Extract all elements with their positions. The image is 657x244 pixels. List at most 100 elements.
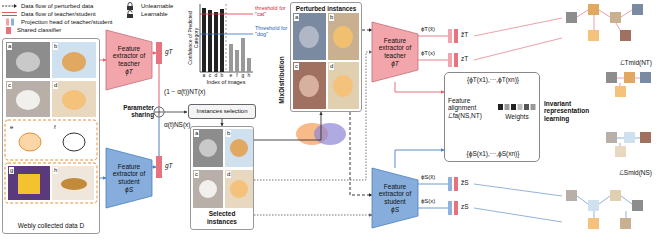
threshold-label: Threshold for "dog"	[255, 25, 289, 37]
legend-text: Data flow of teacher/student	[21, 11, 96, 17]
image-letter: a	[194, 130, 199, 137]
image-letter: b	[226, 130, 231, 137]
legend-sample	[2, 2, 18, 10]
embedding-label: z̃S	[461, 179, 469, 186]
image-letter: d	[53, 82, 58, 89]
legend-sample	[122, 10, 138, 18]
node-label: Feature extractor of teacher	[376, 37, 414, 59]
axis-tick: e	[230, 73, 233, 79]
node-label: Instances selection	[196, 108, 247, 115]
connector	[100, 60, 106, 61]
image-panel: Selected instances	[190, 126, 254, 230]
node-label: gT	[165, 162, 173, 169]
legend-entry: Shared classifier	[2, 26, 61, 34]
image-panel: Perturbed instances	[290, 2, 362, 112]
node-label: {ϕT(x1),···,ϕT(xn)}	[445, 76, 541, 83]
node-text: Invariant representation learning	[544, 100, 602, 122]
node-text: {ϕS(x1),···,ϕS(xn)}	[445, 150, 541, 157]
perturbed-images	[293, 13, 359, 109]
process-box: Instances selection	[188, 104, 256, 119]
connector	[100, 178, 106, 179]
feature-label: ϕT(x̃)	[421, 26, 435, 33]
image-letter: d	[329, 63, 334, 70]
projection-heads	[418, 18, 562, 222]
legend-sample	[122, 2, 138, 10]
legend-text: Shared classifier	[17, 27, 61, 33]
connector	[254, 215, 372, 216]
trapezoid	[372, 22, 418, 82]
trapezoid	[106, 148, 152, 208]
image-letter: g	[9, 167, 14, 174]
threshold-label: threshold for "cat"	[255, 5, 289, 17]
node-label: Feature extractor of student	[376, 183, 414, 205]
legend-entry: Projection head of teacher/student	[2, 18, 112, 26]
legend-sample	[2, 10, 18, 18]
legend-text: Data flow of perturbed data	[21, 3, 93, 9]
image-letter: b	[329, 14, 334, 21]
image-letter: a	[294, 14, 299, 21]
connector	[362, 30, 372, 31]
feature-label: ϕT(x)	[421, 50, 435, 57]
fusion	[154, 64, 187, 156]
legend-text: Unlearnable	[141, 3, 173, 9]
axis-tick: g	[242, 73, 245, 79]
axis-tick: d	[215, 73, 218, 79]
teacher-extractor: Feature extractor of teacherϕT	[372, 22, 418, 82]
legend-entry: Data flow of teacher/student	[2, 10, 96, 18]
trapezoid	[106, 30, 152, 90]
trapezoid	[372, 168, 418, 228]
image-letter: b	[53, 43, 58, 50]
legend-swatch	[6, 27, 11, 34]
image-letter: a	[7, 43, 12, 50]
axis-title: Index of images	[207, 79, 246, 85]
annotation: MixDistribution	[278, 49, 285, 111]
embedding-label: zS	[461, 203, 469, 210]
image-letter: c	[294, 63, 299, 70]
connector	[254, 112, 321, 140]
node-text: ϕS	[391, 206, 399, 213]
student-extractor: Feature extractor of studentϕS	[372, 168, 418, 228]
node-label: gT	[165, 48, 173, 55]
image-letter: e	[9, 124, 14, 131]
shared-classifier: gT	[156, 156, 162, 178]
legend-sample	[2, 18, 18, 26]
data-panel: Webly collected data D	[2, 38, 100, 234]
embedding-label: z̃T	[461, 31, 468, 38]
confidence-chart	[200, 4, 253, 72]
connector	[222, 119, 223, 126]
axis-tick: f	[236, 73, 237, 79]
image-letter: c	[7, 82, 12, 89]
node-text: ϕS	[125, 186, 133, 193]
image-letter: f	[53, 124, 57, 131]
feature-label: ϕS(x)	[421, 198, 435, 205]
axis-tick: a	[203, 73, 206, 79]
connector	[254, 52, 372, 180]
weights-bar	[498, 104, 536, 110]
connector	[395, 150, 444, 168]
node-text: Weights	[495, 113, 539, 120]
annotation: Parameter sharing	[100, 105, 154, 119]
legend-entry: Learnable	[122, 10, 168, 18]
axis-title: Confidence of Predicted Category	[188, 4, 199, 72]
node-label: Perturbed instances	[296, 5, 357, 12]
invariant-clusters	[566, 4, 651, 229]
teacher-extractor: Feature extractor of teacherϕT	[106, 30, 152, 90]
connector	[350, 112, 372, 195]
node-text: ϕT	[125, 68, 133, 75]
node-label: Webly collected data D	[18, 222, 84, 229]
weight-label: (1 − α(t))NT(x)	[164, 88, 206, 95]
image-letter: c	[194, 171, 199, 178]
student-extractor: Feature extractor of studentϕS	[106, 148, 152, 208]
axis-tick: c	[209, 73, 212, 79]
shared-classifier: gT	[156, 42, 162, 64]
node-label: Feature extractor of teacher	[110, 45, 148, 67]
weight-label: α(t)NS(x)	[164, 121, 191, 128]
node-text: ϕT	[391, 60, 399, 67]
legend-text: Projection head of teacher/student	[21, 19, 112, 25]
image-letter: d	[226, 171, 231, 178]
axis-tick: b	[221, 73, 224, 79]
connector	[395, 82, 444, 92]
legend-text: Learnable	[141, 11, 168, 17]
